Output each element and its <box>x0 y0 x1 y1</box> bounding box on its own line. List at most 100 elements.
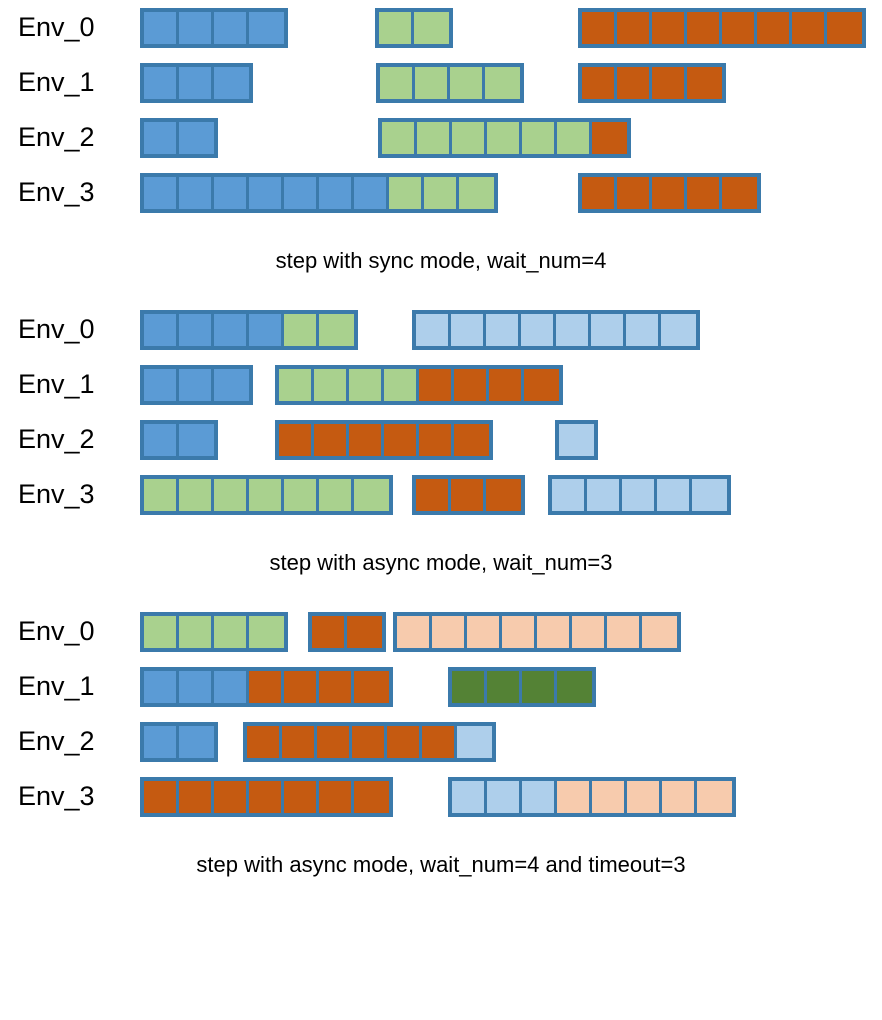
step-cell-orange <box>249 671 284 703</box>
step-cell-peach <box>467 616 502 648</box>
step-group <box>140 365 253 405</box>
step-cell-lightblue <box>591 314 626 346</box>
timeline-row: Env_2 <box>0 714 882 769</box>
step-cell-peach <box>697 781 732 813</box>
step-cell-peach <box>607 616 642 648</box>
row-label-env_3: Env_3 <box>18 781 95 811</box>
step-cell-green <box>379 12 414 44</box>
step-cell-orange <box>179 781 214 813</box>
step-cell-orange <box>282 726 317 758</box>
step-cell-orange <box>214 781 249 813</box>
step-cell-blue <box>179 726 214 758</box>
step-cell-green <box>284 314 319 346</box>
step-cell-lightblue <box>486 314 521 346</box>
step-cell-blue <box>214 177 249 209</box>
step-cell-darkgreen <box>487 671 522 703</box>
step-cell-orange <box>652 177 687 209</box>
step-cell-green <box>314 369 349 401</box>
step-cell-orange <box>582 177 617 209</box>
step-cell-lightblue <box>556 314 591 346</box>
step-cell-lightblue <box>452 781 487 813</box>
step-cell-green <box>415 67 450 99</box>
step-cell-lightblue <box>559 424 594 456</box>
step-cell-blue <box>214 12 249 44</box>
step-cell-orange <box>722 12 757 44</box>
timeline-row: Env_1 <box>0 659 882 714</box>
step-cell-orange <box>387 726 422 758</box>
step-group <box>140 667 393 707</box>
row-label-env_1: Env_1 <box>18 671 95 701</box>
step-cell-darkgreen <box>522 671 557 703</box>
step-cell-orange <box>416 479 451 511</box>
step-cell-blue <box>144 314 179 346</box>
step-cell-orange <box>247 726 282 758</box>
timeline-row: Env_1 <box>0 357 882 412</box>
step-cell-blue <box>179 177 214 209</box>
step-group <box>140 310 358 350</box>
step-group <box>578 173 761 213</box>
step-cell-darkgreen <box>557 671 592 703</box>
step-cell-green <box>214 616 249 648</box>
step-cell-green <box>144 616 179 648</box>
step-cell-lightblue <box>587 479 622 511</box>
step-cell-orange <box>454 369 489 401</box>
step-cell-blue <box>214 67 249 99</box>
step-cell-green <box>522 122 557 154</box>
step-cell-lightblue <box>657 479 692 511</box>
step-cell-green <box>279 369 314 401</box>
step-cell-blue <box>179 67 214 99</box>
step-group <box>140 777 393 817</box>
step-cell-green <box>349 369 384 401</box>
step-group <box>375 8 453 48</box>
step-cell-blue <box>249 12 284 44</box>
step-group <box>376 63 524 103</box>
step-group <box>140 173 498 213</box>
step-cell-orange <box>489 369 524 401</box>
step-group <box>140 118 218 158</box>
step-cell-orange <box>687 67 722 99</box>
step-cell-blue <box>214 369 249 401</box>
step-cell-green <box>557 122 592 154</box>
step-cell-orange <box>652 12 687 44</box>
step-group <box>578 8 866 48</box>
step-cell-peach <box>502 616 537 648</box>
step-cell-orange <box>314 424 349 456</box>
step-cell-darkgreen <box>452 671 487 703</box>
step-cell-orange <box>352 726 387 758</box>
step-cell-blue <box>144 122 179 154</box>
timeline-row: Env_3 <box>0 769 882 824</box>
step-cell-orange <box>617 177 652 209</box>
timeline-row: Env_0 <box>0 0 882 55</box>
step-cell-lightblue <box>457 726 492 758</box>
step-cell-orange <box>319 671 354 703</box>
step-cell-lightblue <box>552 479 587 511</box>
step-cell-lightblue <box>487 781 522 813</box>
step-cell-green <box>424 177 459 209</box>
step-cell-orange <box>652 67 687 99</box>
row-label-env_0: Env_0 <box>18 12 95 42</box>
step-cell-green <box>179 616 214 648</box>
step-cell-orange <box>617 67 652 99</box>
step-cell-orange <box>249 781 284 813</box>
step-group <box>140 420 218 460</box>
step-cell-blue <box>179 424 214 456</box>
step-cell-green <box>319 314 354 346</box>
step-cell-blue <box>354 177 389 209</box>
step-cell-blue <box>144 177 179 209</box>
step-cell-blue <box>319 177 354 209</box>
step-cell-peach <box>592 781 627 813</box>
step-cell-orange <box>582 12 617 44</box>
step-cell-blue <box>214 314 249 346</box>
timeline-row: Env_1 <box>0 55 882 110</box>
step-cell-peach <box>572 616 607 648</box>
row-label-env_2: Env_2 <box>18 726 95 756</box>
step-cell-orange <box>792 12 827 44</box>
step-cell-orange <box>454 424 489 456</box>
step-cell-green <box>319 479 354 511</box>
step-cell-lightblue <box>522 781 557 813</box>
row-label-env_2: Env_2 <box>18 122 95 152</box>
step-group <box>140 8 288 48</box>
step-cell-lightblue <box>451 314 486 346</box>
